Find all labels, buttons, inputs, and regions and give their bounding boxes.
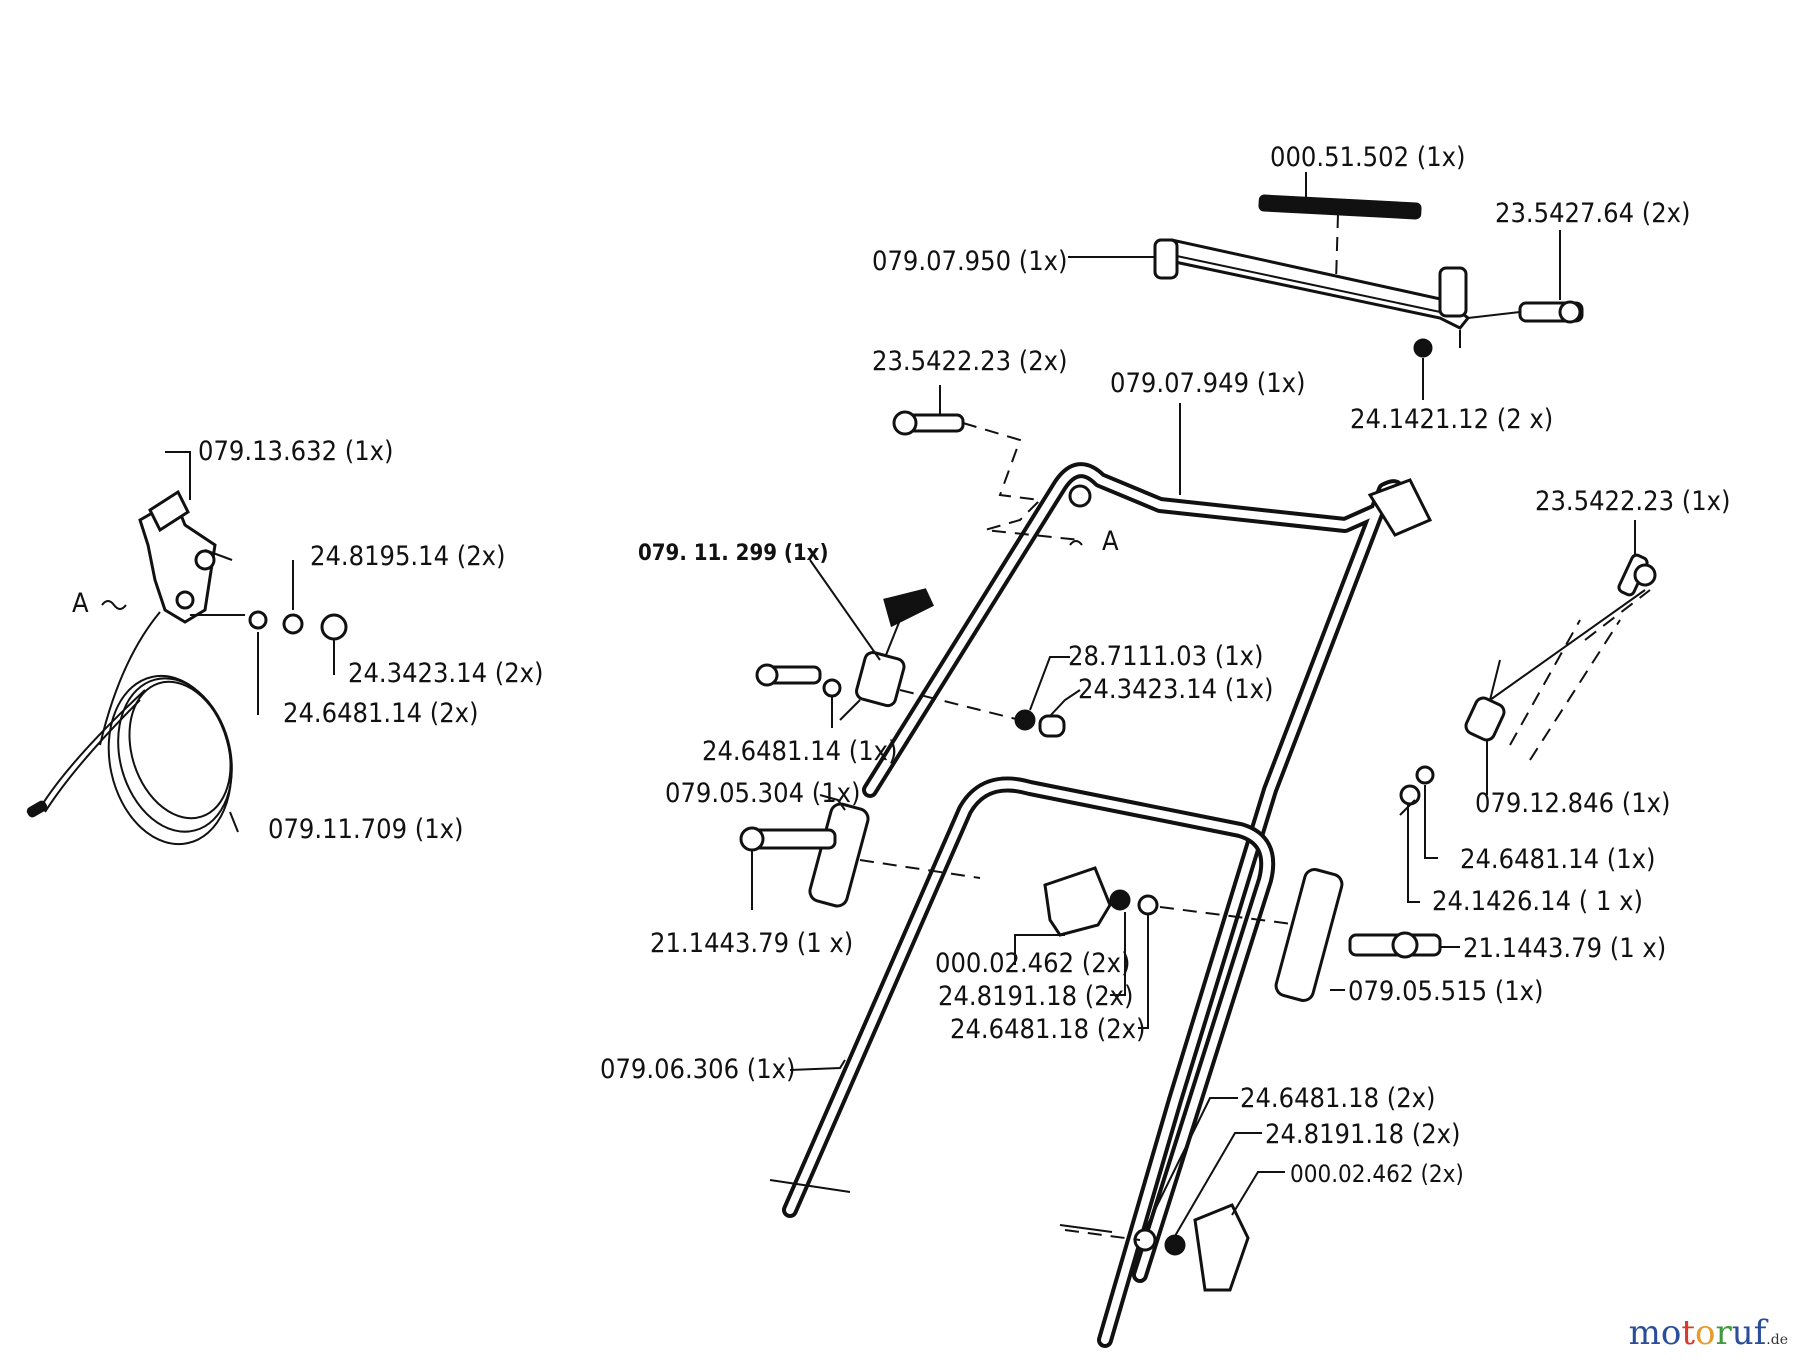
label-24-6481-18-mid: 24.6481.18 (2x) bbox=[950, 1014, 1146, 1045]
upper-bolt-parts bbox=[892, 410, 1081, 541]
label-000-02-462-low: 000.02.462 (2x) bbox=[1290, 1160, 1464, 1188]
label-24-6481-14-right: 24.6481.14 (1x) bbox=[1460, 844, 1656, 875]
label-24-1421-12: 24.1421.12 (2 x) bbox=[1350, 404, 1553, 435]
throttle-control-part bbox=[138, 489, 245, 624]
label-24-1426-14: 24.1426.14 ( 1 x) bbox=[1432, 886, 1643, 917]
left-nut-washer-parts bbox=[248, 560, 348, 715]
label-28-7111-03: 28.7111.03 (1x) bbox=[1068, 641, 1264, 672]
label-24-8191-18-low: 24.8191.18 (2x) bbox=[1265, 1119, 1461, 1150]
label-21-1443-79-left: 21.1443.79 (1 x) bbox=[650, 928, 853, 959]
upper-handle-frame-part bbox=[862, 462, 1433, 1348]
label-24-3423-14-mid: 24.3423.14 (1x) bbox=[1078, 674, 1274, 705]
right-clamp-knob-part bbox=[1274, 868, 1442, 1002]
handle-bar-part bbox=[1153, 194, 1584, 358]
label-000-51-502: 000.51.502 (1x) bbox=[1270, 142, 1466, 173]
label-23-5427-64: 23.5427.64 (2x) bbox=[1495, 198, 1691, 229]
ref-mark-a-left: A bbox=[72, 588, 89, 619]
label-079-07-950: 079.07.950 (1x) bbox=[872, 246, 1068, 277]
label-24-6481-14-mid: 24.6481.14 (1x) bbox=[702, 736, 898, 767]
label-21-1443-79-right: 21.1443.79 (1 x) bbox=[1463, 933, 1666, 964]
part-labels: 000.51.502 (1x) 23.5427.64 (2x) 079.07.9… bbox=[198, 142, 1731, 1188]
motoruf-logo: motoruf.de bbox=[1629, 1313, 1788, 1353]
label-24-8191-18-mid: 24.8191.18 (2x) bbox=[938, 981, 1134, 1012]
label-079-11-299: 079. 11. 299 (1x) bbox=[638, 541, 829, 566]
label-079-13-632: 079.13.632 (1x) bbox=[198, 436, 394, 467]
lower-handle-frame-part bbox=[769, 776, 1276, 1283]
label-23-5422-23-top: 23.5422.23 (2x) bbox=[872, 346, 1068, 377]
label-23-5422-23-right: 23.5422.23 (1x) bbox=[1535, 486, 1731, 517]
label-24-6481-18-low: 24.6481.18 (2x) bbox=[1240, 1083, 1436, 1114]
cable-clip-part bbox=[1399, 553, 1657, 816]
label-24-3423-14-left: 24.3423.14 (2x) bbox=[348, 658, 544, 689]
throttle-cable-part bbox=[26, 611, 239, 846]
label-079-05-304: 079.05.304 (1x) bbox=[665, 778, 861, 809]
label-079-05-515: 079.05.515 (1x) bbox=[1348, 976, 1544, 1007]
label-24-6481-14-left: 24.6481.14 (2x) bbox=[283, 698, 479, 729]
leader-lines bbox=[165, 172, 1636, 1237]
ref-squiggle-mid bbox=[1069, 540, 1083, 546]
lever-part bbox=[755, 588, 1066, 738]
label-079-12-846: 079.12.846 (1x) bbox=[1475, 788, 1671, 819]
lower-clamp-parts bbox=[1064, 1203, 1250, 1292]
label-079-06-306: 079.06.306 (1x) bbox=[600, 1054, 796, 1085]
ref-mark-a-mid: A bbox=[1102, 526, 1119, 557]
logo-text: motoruf bbox=[1628, 1313, 1767, 1353]
middle-clamp-parts bbox=[1043, 866, 1301, 937]
label-000-02-462-mid: 000.02.462 (2x) bbox=[935, 948, 1131, 979]
logo-domain-suffix: .de bbox=[1766, 1332, 1788, 1348]
left-clamp-knob-part bbox=[739, 802, 981, 908]
label-079-11-709: 079.11.709 (1x) bbox=[268, 814, 464, 845]
label-24-8195-14: 24.8195.14 (2x) bbox=[310, 541, 506, 572]
ref-squiggle-left bbox=[101, 600, 127, 610]
label-079-07-949: 079.07.949 (1x) bbox=[1110, 368, 1306, 399]
